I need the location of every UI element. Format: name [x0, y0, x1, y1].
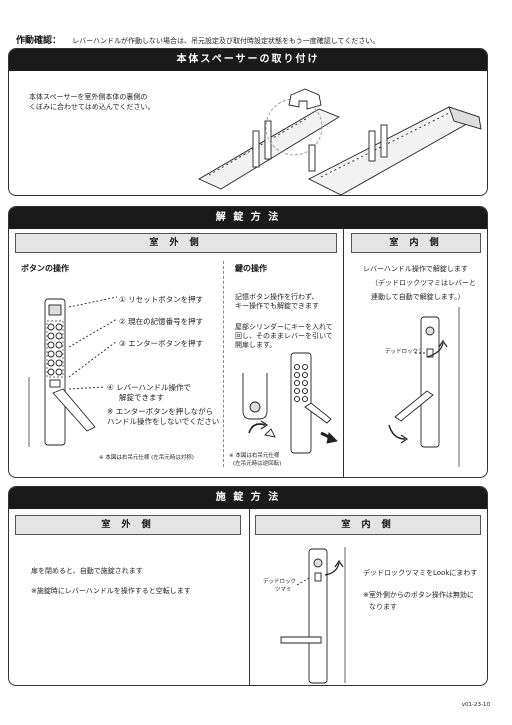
button-figure-note: ※ 本図は右吊元仕様 (左吊元時は対称)	[99, 455, 194, 461]
key-op-p1-line2: キー操作でも解錠できます	[235, 302, 319, 310]
indoor-knob-label: デッドロックツマミ	[385, 349, 435, 355]
indoor-unlock-line3: 連動して自動で解錠します。）	[371, 293, 465, 301]
key-op-p2-line2: 回し、そのままレバーを引いて	[235, 332, 333, 340]
key-op-p1-line1: 記憶ボタン操作を行わず、	[235, 293, 319, 301]
lock-divider	[249, 509, 250, 685]
spacer-instruction-1: 本体スペーサーを室外側本体の裏側の	[29, 93, 148, 101]
unlock-outdoor-tab: 室 外 側	[15, 233, 337, 253]
unlock-dashed-divider	[223, 261, 224, 467]
lock-indoor-line3: なります	[369, 603, 397, 611]
indoor-unlock-illustration	[388, 307, 460, 467]
lock-section: 施 錠 方 法 室 外 側 室 内 側 扉を閉めると、自動で施錠されます ※施錠…	[8, 486, 488, 686]
lock-outdoor-line1: 扉を閉めると、自動で施錠されます	[31, 567, 143, 575]
operation-check-text: レバーハンドルが作動しない場合は、吊元設定及び取付時設定状態をもう一度確認してく…	[72, 37, 380, 45]
operation-check-line: 作動確認： レバーハンドルが作動しない場合は、吊元設定及び取付時設定状態をもう一…	[16, 28, 379, 47]
footer-code: v01-23-10	[461, 702, 490, 708]
lock-knob-label-line1: デッドロック	[263, 579, 297, 585]
keypad-illustration	[28, 296, 118, 447]
button-note-line1: ※ エンターボタンを押しながら	[107, 407, 214, 416]
unlock-title: 解 錠 方 法	[9, 207, 487, 229]
key-op-heading: 鍵の操作	[235, 264, 267, 273]
button-step-3: ③ エンターボタンを押す	[119, 339, 204, 348]
unlock-divider	[343, 229, 344, 477]
indoor-unlock-line2: （デッドロックツマミはレバーと	[371, 279, 476, 287]
indoor-unlock-line1: レバーハンドル操作で解錠します	[363, 265, 468, 273]
key-figure-note-line2: (左吊元時は逆回転)	[233, 461, 282, 467]
key-illustration	[242, 352, 338, 454]
lock-indoor-tab: 室 内 側	[255, 515, 481, 535]
key-op-p2-line1: 屋部シリンダーにキーを入れて	[235, 323, 333, 331]
button-note-line2: ハンドル操作をしないでください	[107, 417, 220, 426]
unlock-section: 解 錠 方 法 室 外 側 室 内 側 ボタンの操作 ① リセットボタンを押す …	[8, 206, 488, 478]
spacer-section: 本体スペーサーの取り付け 本体スペーサーを室外側本体の裏側の くぼみに合わせては…	[8, 48, 488, 196]
spacer-instruction-2: くぼみに合わせてはめ込んでください。	[29, 103, 155, 111]
button-step-1: ① リセットボタンを押す	[119, 295, 204, 304]
lock-title: 施 錠 方 法	[9, 487, 487, 509]
operation-check-label: 作動確認：	[16, 36, 62, 46]
key-op-p2-line3: 開扉します。	[235, 341, 277, 349]
lock-outdoor-line2: ※施錠時にレバーハンドルを操作すると空転します	[31, 587, 191, 595]
key-figure-note-line1: ※ 本図は右吊元仕様	[229, 453, 280, 459]
lock-outdoor-tab: 室 外 側	[15, 515, 241, 535]
button-step-4-line2: 解錠できます	[119, 393, 164, 402]
button-op-heading: ボタンの操作	[21, 264, 69, 273]
spacer-illustration	[198, 88, 482, 195]
lock-indoor-line2: ※室外側からのボタン操作は無効に	[363, 591, 474, 599]
spacer-title: 本体スペーサーの取り付け	[9, 49, 487, 71]
button-step-4-line1: ④ レバーハンドル操作で	[107, 383, 191, 392]
button-step-2: ② 現在の記憶番号を押す	[119, 317, 204, 326]
lock-indoor-line1: デッドロックツマミをLookにまわす	[363, 569, 478, 577]
unlock-indoor-tab: 室 内 側	[351, 233, 481, 253]
indoor-lock-illustration	[280, 547, 346, 684]
lock-knob-label-line2: ツマミ	[275, 587, 292, 593]
